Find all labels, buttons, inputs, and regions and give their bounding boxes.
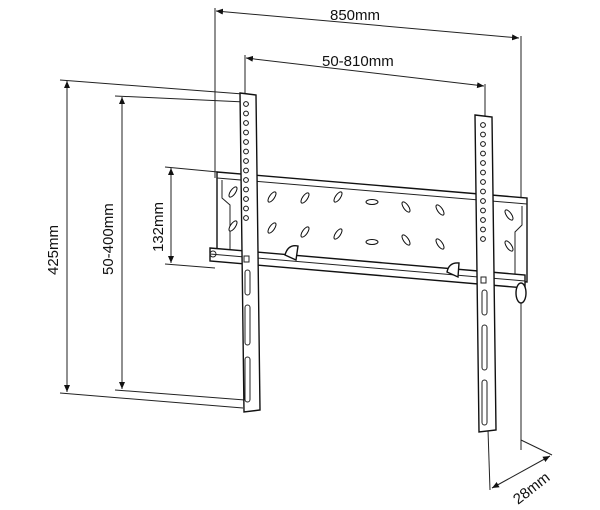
mounting-hole xyxy=(480,236,486,242)
pull-cord-ring xyxy=(515,282,527,304)
wall-plate xyxy=(209,171,528,304)
mounting-hole xyxy=(480,207,486,214)
left-bracket-holes xyxy=(243,101,249,221)
mounting-hole xyxy=(243,167,249,174)
mounting-hole xyxy=(243,186,249,193)
dimension-line-810 xyxy=(245,55,485,89)
mounting-hole xyxy=(480,169,486,176)
mounting-hole xyxy=(243,129,249,136)
mounting-hole xyxy=(243,110,249,117)
mounting-hole xyxy=(480,179,486,185)
dimension-line-850 xyxy=(215,8,520,41)
mounting-hole xyxy=(480,122,486,128)
mounting-hole xyxy=(480,226,486,233)
mounting-hole xyxy=(480,198,486,204)
plate-slots xyxy=(228,186,514,252)
mounting-hole xyxy=(243,120,249,126)
label-425mm: 425mm xyxy=(45,225,62,275)
dimension-line-28 xyxy=(491,455,551,489)
mounting-hole xyxy=(480,217,486,223)
mounting-hole xyxy=(243,158,249,164)
extension-lines xyxy=(59,8,553,491)
mounting-hole xyxy=(480,150,486,157)
label-132mm: 132mm xyxy=(150,202,167,252)
mounting-hole xyxy=(243,215,249,221)
label-850mm: 850mm xyxy=(330,7,380,24)
mounting-hole xyxy=(243,196,249,202)
mounting-hole xyxy=(480,188,486,195)
mounting-hole xyxy=(243,205,249,212)
mounting-hole xyxy=(480,131,486,138)
right-bracket-holes xyxy=(480,122,486,242)
mounting-hole xyxy=(480,160,486,166)
mounting-hole xyxy=(243,177,249,183)
mounting-hole xyxy=(480,141,486,147)
left-vertical-bracket xyxy=(239,92,261,413)
mounting-hole xyxy=(243,101,249,107)
label-50-400mm: 50-400mm xyxy=(100,203,117,275)
label-50-810mm: 50-810mm xyxy=(322,53,394,70)
mounting-hole xyxy=(243,139,249,145)
mounting-hole xyxy=(243,148,249,155)
right-vertical-bracket xyxy=(474,114,497,433)
